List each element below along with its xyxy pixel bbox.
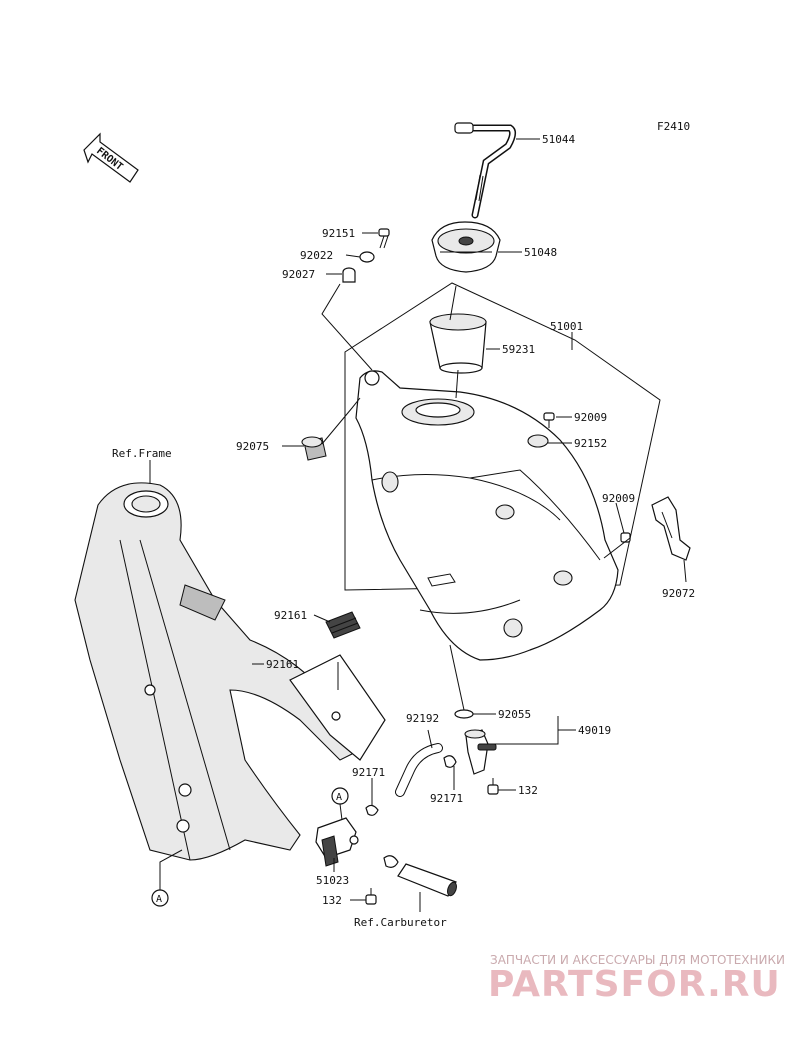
part-label-92055: 92055	[498, 708, 531, 721]
valve-51023	[315, 817, 359, 867]
part-label-92009-lower: 92009	[602, 492, 635, 505]
carburetor-hose	[397, 863, 457, 897]
ref-carburetor-label: Ref.Carburetor	[354, 916, 447, 929]
part-label-51044: 51044	[542, 133, 575, 146]
bolt-132-lower	[365, 888, 377, 905]
collar-92027	[342, 267, 356, 283]
part-label-92171-right: 92171	[430, 792, 463, 805]
part-label-92027: 92027	[282, 268, 315, 281]
part-label-132-upper: 132	[518, 784, 538, 797]
part-label-92192: 92192	[406, 712, 439, 725]
part-label-92022: 92022	[300, 249, 333, 262]
bracket-92072	[651, 496, 691, 561]
part-label-51048: 51048	[524, 246, 557, 259]
callout-a-lower-label: A	[156, 894, 162, 905]
fuel-cock	[464, 729, 497, 775]
part-label-92075: 92075	[236, 440, 269, 453]
part-label-132-lower: 132	[322, 894, 342, 907]
ref-frame-label: Ref.Frame	[112, 447, 172, 460]
bolt-132-upper	[487, 778, 499, 795]
part-label-49019: 49019	[578, 724, 611, 737]
part-label-59231: 59231	[502, 343, 535, 356]
front-arrow-icon: FRONT	[83, 132, 139, 183]
pad-92161-upper	[325, 611, 361, 639]
part-label-92161-lower: 92161	[266, 658, 299, 671]
part-label-51023: 51023	[316, 874, 349, 887]
tank-group-frame	[344, 282, 661, 591]
breather-hose	[454, 122, 517, 219]
fuel-filter	[429, 313, 487, 374]
carb-hose-clamp	[383, 855, 399, 868]
callout-a-upper-label: A	[336, 792, 342, 803]
part-label-92171-left: 92171	[352, 766, 385, 779]
callout-a-upper: A	[331, 787, 349, 805]
bolt-92009-lower	[620, 532, 631, 543]
grommet-92075	[301, 436, 327, 461]
part-label-92009-upper: 92009	[574, 411, 607, 424]
part-label-92072: 92072	[662, 587, 695, 600]
fuel-hose	[395, 743, 443, 797]
frame-ref	[74, 482, 386, 861]
part-label-92161-upper: 92161	[274, 609, 307, 622]
washer-92022	[359, 251, 375, 263]
bolt-92151	[378, 228, 390, 249]
diagram-code: F2410	[657, 120, 690, 133]
part-label-92151: 92151	[322, 227, 355, 240]
part-label-51001: 51001	[550, 320, 583, 333]
clamp-92171-right	[443, 755, 457, 768]
callout-a-lower: A	[151, 889, 169, 907]
washer-92152	[527, 434, 549, 448]
fuel-cap	[431, 221, 501, 273]
clamp-92171-left	[365, 804, 379, 816]
part-label-92152: 92152	[574, 437, 607, 450]
o-ring-92055	[454, 709, 474, 719]
watermark-brand: PARTSFOR.RU	[488, 964, 781, 1005]
bolt-92009-upper	[543, 412, 555, 428]
leader-lines	[149, 138, 687, 912]
watermark-tagline: ЗАПЧАСТИ И АКСЕССУАРЫ ДЛЯ МОТОТЕХНИКИ	[490, 953, 785, 967]
